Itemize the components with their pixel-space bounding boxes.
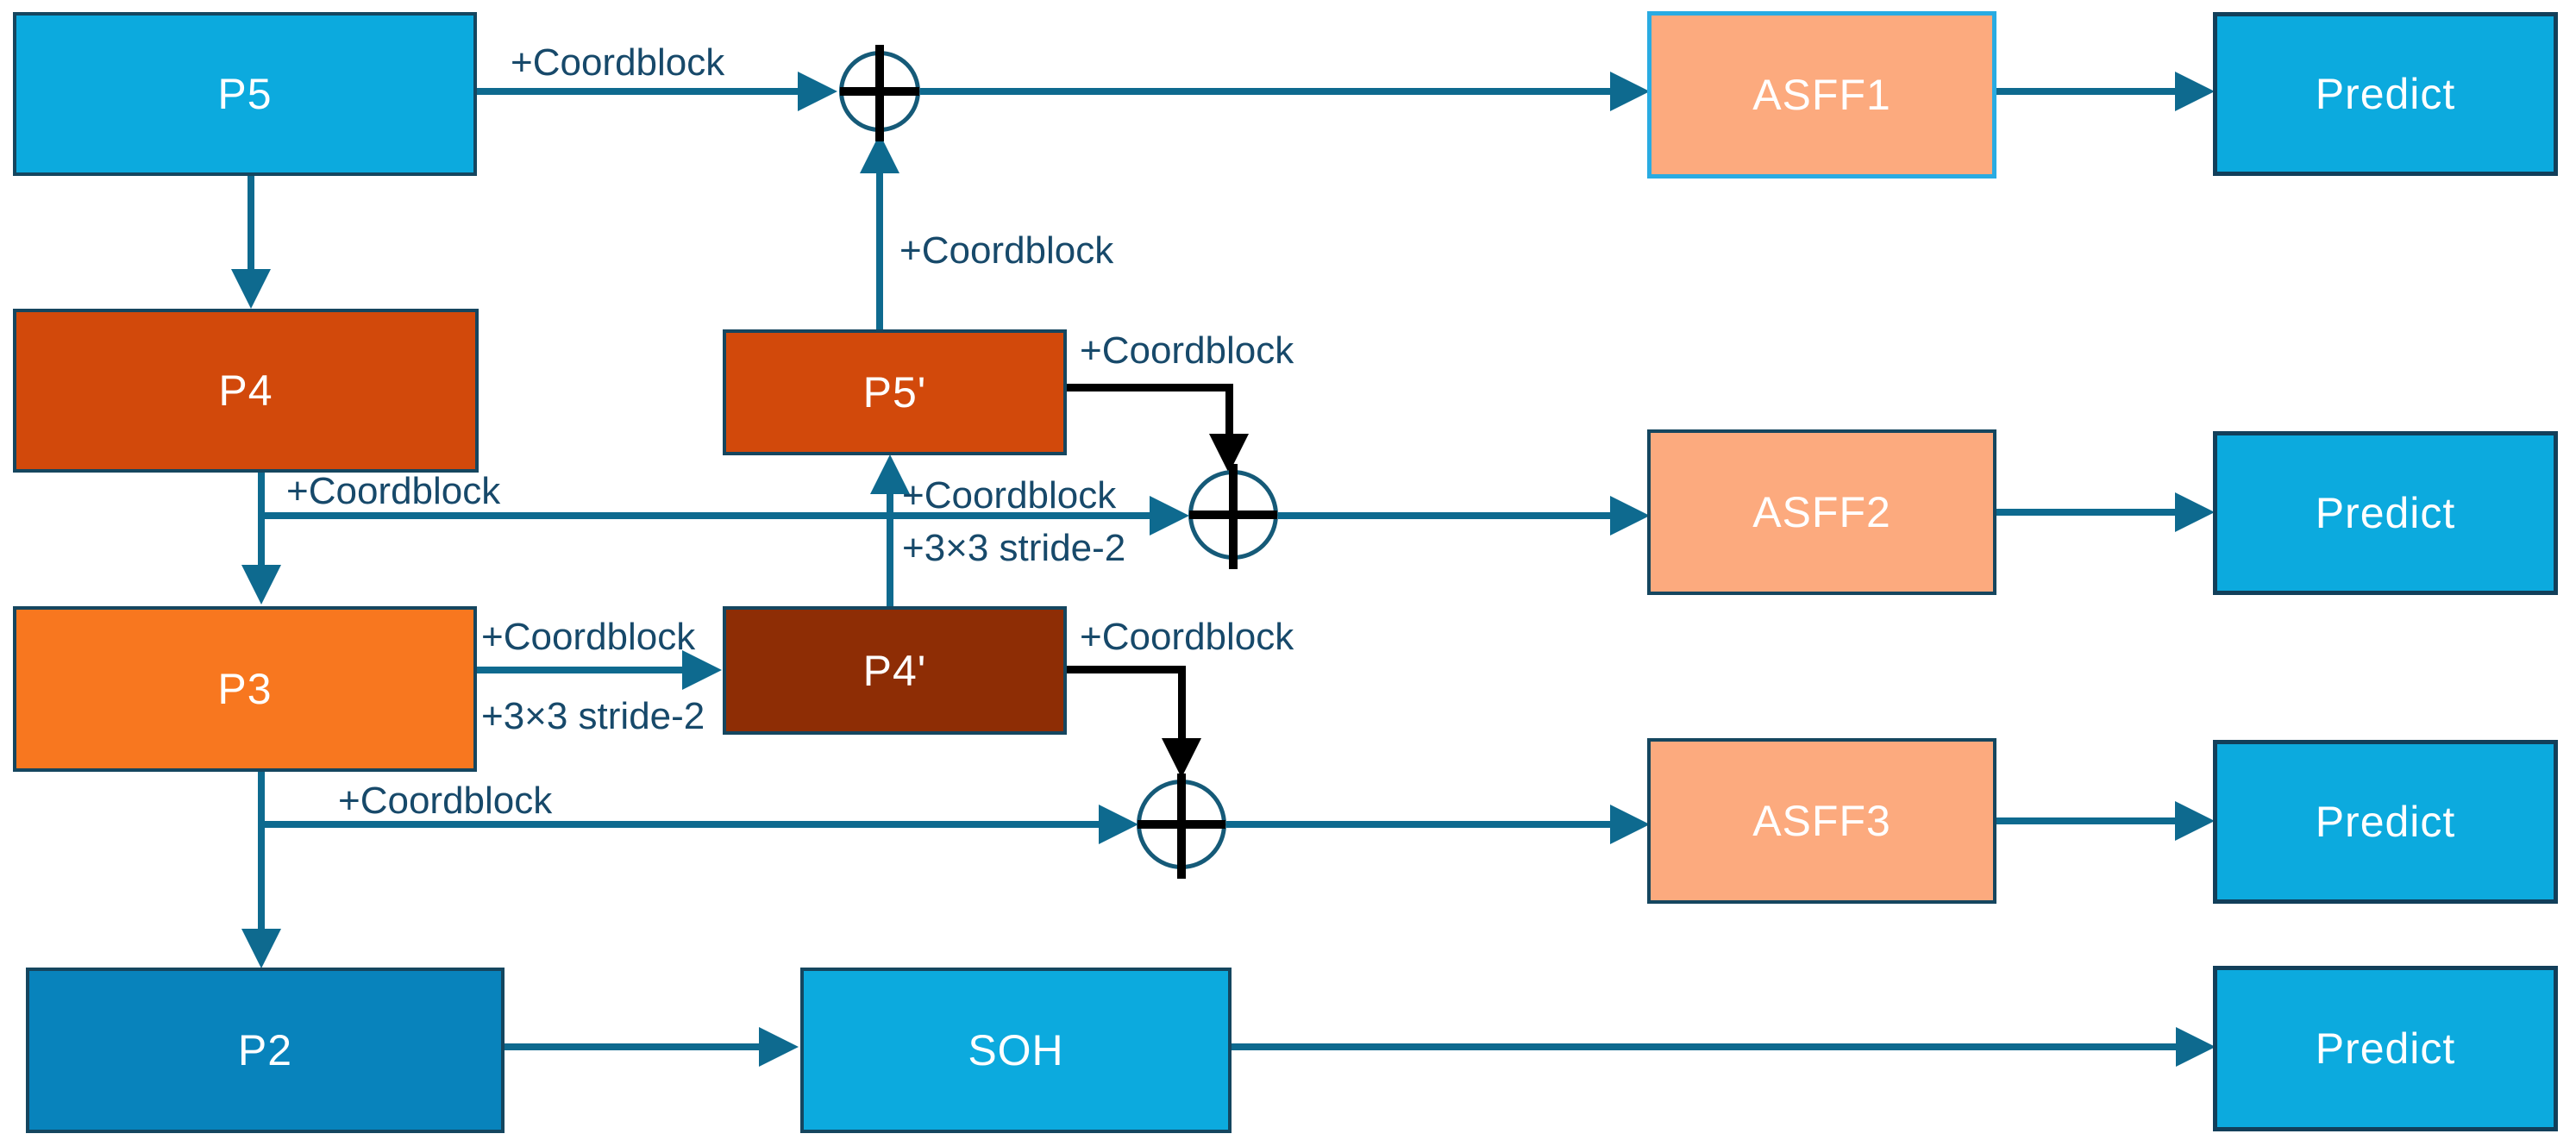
edge-asff3-to-predict3 bbox=[1996, 817, 2178, 824]
edge-p5-to-p4 bbox=[248, 176, 254, 271]
node-predict-4: Predict bbox=[2213, 966, 2558, 1131]
node-asff1-label: ASFF1 bbox=[1752, 71, 1891, 119]
plus-horizontal-bar bbox=[1189, 510, 1277, 519]
node-p4-prime-label: P4' bbox=[862, 646, 927, 695]
arrowhead-right-icon bbox=[759, 1027, 799, 1067]
node-asff2: ASFF2 bbox=[1647, 429, 1996, 595]
arrowhead-right-icon bbox=[2175, 801, 2215, 841]
edge-asff1-to-predict1 bbox=[1996, 88, 2178, 95]
node-p5-label: P5 bbox=[217, 70, 273, 118]
arrowhead-down-icon bbox=[241, 929, 281, 968]
edge-soh-to-predict4 bbox=[1232, 1043, 2176, 1050]
node-asff3: ASFF3 bbox=[1647, 738, 1996, 904]
node-p2-label: P2 bbox=[237, 1026, 293, 1074]
circle-plus-icon bbox=[1188, 464, 1278, 569]
edge-p4-branch-to-sum2 bbox=[261, 512, 1150, 519]
arrowhead-down-icon bbox=[231, 269, 271, 309]
circle-plus-icon bbox=[839, 45, 920, 141]
edge-label-p5-out: +Coordblock bbox=[511, 41, 725, 84]
node-p4-label: P4 bbox=[218, 366, 273, 415]
edge-asff2-to-predict2 bbox=[1996, 509, 2178, 516]
edge-p2-to-soh bbox=[505, 1043, 759, 1050]
edge-p3-to-p4prime bbox=[477, 667, 684, 673]
node-p4: P4 bbox=[13, 309, 479, 473]
plus-horizontal-bar bbox=[840, 87, 919, 96]
edge-p4-to-p3 bbox=[258, 473, 265, 566]
node-predict-3-label: Predict bbox=[2315, 798, 2456, 846]
node-soh-label: SOH bbox=[968, 1026, 1064, 1074]
node-p5-prime-label: P5' bbox=[862, 368, 927, 417]
arrowhead-right-icon bbox=[682, 650, 722, 690]
edge-label-p3-branch: +Coordblock bbox=[338, 780, 553, 822]
edge-p5prime-black-vertical bbox=[1225, 384, 1233, 437]
edge-sum1-to-asff1 bbox=[920, 88, 1610, 95]
plus-horizontal-bar bbox=[1138, 820, 1225, 829]
node-predict-2: Predict bbox=[2213, 431, 2558, 595]
arrowhead-right-icon bbox=[1150, 496, 1189, 536]
circle-plus-icon bbox=[1137, 774, 1226, 879]
edge-label-p3-out-stride: +3×3 stride-2 bbox=[481, 695, 705, 737]
edge-sum2-to-asff2 bbox=[1278, 512, 1610, 519]
arrowhead-down-icon bbox=[241, 565, 281, 604]
arrowhead-right-icon bbox=[1610, 805, 1650, 844]
node-p3: P3 bbox=[13, 606, 477, 772]
node-predict-4-label: Predict bbox=[2315, 1024, 2456, 1073]
arrowhead-right-icon bbox=[2175, 492, 2215, 532]
node-predict-3: Predict bbox=[2213, 740, 2558, 904]
node-p5-prime: P5' bbox=[723, 329, 1067, 455]
edge-label-p5prime-right: +Coordblock bbox=[1080, 329, 1294, 372]
arrowhead-right-icon bbox=[1610, 72, 1650, 111]
edge-p3-branch-to-sum3 bbox=[261, 821, 1100, 828]
edge-p4prime-to-p5prime bbox=[887, 493, 893, 606]
node-p5: P5 bbox=[13, 12, 477, 176]
edge-p4prime-black-vertical bbox=[1178, 666, 1186, 740]
arrowhead-right-icon bbox=[798, 72, 837, 111]
edge-p5prime-to-sum1 bbox=[876, 172, 883, 329]
node-predict-1: Predict bbox=[2213, 12, 2558, 176]
node-p4-prime: P4' bbox=[723, 606, 1067, 735]
edge-label-p4prime-right: +Coordblock bbox=[1080, 616, 1294, 658]
edge-sum3-to-asff3 bbox=[1226, 821, 1610, 828]
arrowhead-right-icon bbox=[1099, 805, 1138, 844]
node-predict-1-label: Predict bbox=[2315, 70, 2456, 118]
edge-p5-to-sum1 bbox=[477, 88, 798, 95]
node-predict-2-label: Predict bbox=[2315, 489, 2456, 537]
node-p2: P2 bbox=[26, 968, 505, 1133]
node-asff3-label: ASFF3 bbox=[1752, 797, 1891, 845]
edge-p5prime-black-horizontal bbox=[1067, 384, 1233, 391]
edge-label-p4prime-up-coordblock: +Coordblock bbox=[902, 474, 1117, 517]
arrowhead-right-icon bbox=[1610, 496, 1650, 536]
edge-label-p4prime-up-stride: +3×3 stride-2 bbox=[902, 527, 1126, 569]
arrowhead-up-icon bbox=[870, 454, 910, 494]
node-p3-label: P3 bbox=[217, 665, 273, 713]
edge-label-p3-out-coordblock: +Coordblock bbox=[481, 616, 696, 658]
arrowhead-right-icon bbox=[2175, 72, 2215, 111]
edge-label-p5prime-up: +Coordblock bbox=[899, 229, 1114, 272]
edge-label-p4-out: +Coordblock bbox=[286, 470, 501, 512]
edge-p4prime-black-horizontal bbox=[1067, 666, 1186, 673]
node-soh: SOH bbox=[800, 968, 1232, 1133]
arrowhead-right-icon bbox=[2176, 1027, 2216, 1067]
arrowhead-down-black-icon bbox=[1162, 738, 1201, 778]
edge-p3-to-p2 bbox=[258, 772, 265, 930]
node-asff2-label: ASFF2 bbox=[1752, 488, 1891, 536]
node-asff1: ASFF1 bbox=[1647, 11, 1996, 179]
